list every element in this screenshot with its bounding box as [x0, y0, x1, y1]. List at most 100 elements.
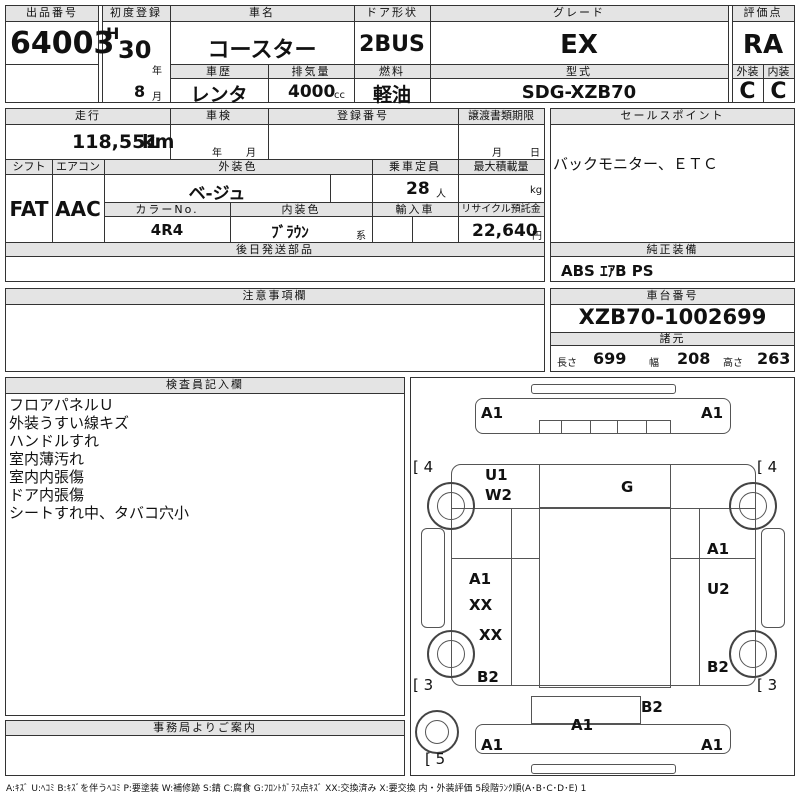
front-left-wheel	[427, 482, 475, 530]
car-name: コースター	[207, 38, 317, 63]
era: H	[106, 24, 120, 43]
equipment-label: 純正装備	[551, 242, 794, 257]
interior-color-unit: 系	[356, 231, 366, 242]
reg-label: 初度登録	[102, 6, 170, 22]
displacement-label: 排気量	[268, 64, 354, 79]
intcolor-label: 内装色	[230, 202, 372, 217]
inspector-note: 外装うすい線キズ	[9, 414, 130, 432]
interior-grade: C	[770, 79, 787, 104]
recycle-fee: 22,640	[472, 221, 538, 241]
damage-mark: U2	[707, 580, 730, 598]
interior-label: 内装	[763, 64, 794, 79]
displacement-unit: cc	[334, 90, 345, 101]
model-code: SDG-XZB70	[521, 82, 637, 103]
damage-mark: A1	[481, 404, 504, 422]
caution-label: 注意事項欄	[6, 289, 544, 305]
exterior-label: 外装	[732, 64, 763, 79]
length-label: 長さ	[557, 358, 577, 369]
colorno-label: カラーNo.	[104, 202, 230, 217]
mileage-label: 走行	[6, 109, 170, 125]
regno-label: 登録番号	[268, 109, 458, 125]
reg-year: 30	[118, 36, 152, 64]
damage-mark: XX	[469, 596, 493, 614]
inspection-month-unit: 月	[246, 148, 256, 159]
height-label: 高さ	[723, 358, 743, 369]
mileage-unit: km	[142, 131, 175, 153]
grade-label: グレード	[430, 6, 728, 22]
chassis-label: 車台番号	[551, 289, 794, 305]
transfer-month-unit: 月	[492, 148, 502, 159]
model-label: 型式	[430, 64, 728, 79]
inspector-note: フロアパネルＵ	[9, 396, 114, 414]
inspector-note: シートすれ中、タバコ穴小	[9, 504, 190, 522]
inspector-note: 室内薄汚れ	[9, 450, 85, 468]
damage-mark: B2	[477, 668, 499, 686]
inspector-label: 検査員記入欄	[6, 378, 404, 394]
front-right-wheel	[729, 482, 777, 530]
spare-wheel	[415, 710, 459, 754]
damage-mark: A1	[571, 716, 594, 734]
mileage: 118,551	[72, 131, 159, 153]
recycle-label: リサイクル預託金	[458, 202, 544, 217]
vehicle-summary-table: 出品番号 初度登録 車名 ドア形状 グレード 評価点 車歴 排気量 燃料 型式 …	[5, 5, 795, 106]
history-label: 車歴	[170, 64, 268, 79]
ac-label: エアコン	[52, 159, 104, 175]
capacity-unit: 人	[436, 189, 446, 200]
rear-right-wheel	[729, 630, 777, 678]
load-unit: kg	[530, 185, 543, 196]
inspector-note: 室内内張傷	[9, 468, 85, 486]
sales-text: バックモニター、ＥＴＣ	[553, 155, 718, 173]
inspection-year-unit: 年	[212, 148, 222, 159]
damage-legend: A:ｷｽﾞ U:ﾍｺﾐ B:ｷｽﾞを伴うﾍｺﾐ P:要塗装 W:補修跡 S:錆 …	[6, 784, 587, 794]
inspector-box: 検査員記入欄 フロアパネルＵ 外装うすい線キズ ハンドルすれ 室内薄汚れ 室内内…	[5, 377, 405, 716]
shift-label: シフト	[6, 159, 52, 175]
damage-mark: W2	[485, 486, 512, 504]
exterior-grade: C	[739, 79, 756, 104]
damage-mark: A1	[469, 570, 492, 588]
color: ベ-ジュ	[188, 184, 246, 204]
spec-label: 諸元	[551, 332, 794, 346]
rear-left-wheel	[427, 630, 475, 678]
door-type: 2BUS	[359, 32, 425, 57]
length: 699	[593, 349, 627, 368]
displacement: 4000	[288, 82, 336, 102]
damage-mark: U1	[485, 466, 508, 484]
transfer-label: 譲渡書類期限	[458, 109, 544, 125]
details-table: 走行 車検 登録番号 譲渡書類期限 シフト エアコン 外装色 乗車定員 最大積載…	[5, 108, 545, 282]
damage-mark: A1	[707, 540, 730, 558]
history: レンタ	[190, 84, 248, 106]
office-label: 事務局よりご案内	[6, 721, 404, 736]
width: 208	[677, 349, 711, 368]
tire-tread-spare: 5	[435, 750, 446, 768]
import-label: 輸入車	[372, 202, 458, 217]
reg-month: 8	[134, 82, 146, 101]
reg-year-unit: 年	[152, 66, 162, 77]
ac: AAC	[55, 197, 101, 221]
recycle-unit: 円	[532, 231, 542, 242]
lot-number: 64003	[10, 26, 115, 61]
inspection-label: 車検	[170, 109, 268, 125]
inspector-note: ハンドルすれ	[9, 432, 100, 450]
tire-tread-fl: 4	[423, 458, 434, 476]
inspector-notes: フロアパネルＵ 外装うすい線キズ ハンドルすれ 室内薄汚れ 室内内張傷 ドア内張…	[9, 396, 189, 522]
damage-mark: B2	[641, 698, 663, 716]
color-label: 外装色	[104, 159, 372, 175]
grade: EX	[560, 30, 598, 60]
office-box: 事務局よりご案内	[5, 720, 405, 776]
vehicle-diagram: [ 4 [ 4 [ 3 [ 3 [ 5 A1 A1 U1 W2 G A1 U2 …	[410, 377, 795, 776]
sales-label: セールスポイント	[551, 109, 794, 125]
capacity: 28	[406, 179, 430, 199]
damage-mark: B2	[707, 658, 729, 676]
transfer-day-unit: 日	[530, 148, 540, 159]
interior-color: ﾌﾞﾗｳﾝ	[271, 223, 309, 241]
tire-tread-rl: 3	[423, 676, 434, 694]
chassis-number: XZB70-1002699	[578, 305, 767, 329]
width-label: 幅	[649, 358, 659, 369]
door-label: ドア形状	[354, 6, 430, 22]
sales-point-box: セールスポイント バックモニター、ＥＴＣ 純正装備 ABS ｴｱB PS	[550, 108, 795, 282]
damage-mark: XX	[479, 626, 503, 644]
score: RA	[742, 30, 784, 60]
equipment-text: ABS ｴｱB PS	[561, 262, 654, 280]
lot-label: 出品番号	[6, 6, 98, 22]
name-label: 車名	[170, 6, 354, 22]
